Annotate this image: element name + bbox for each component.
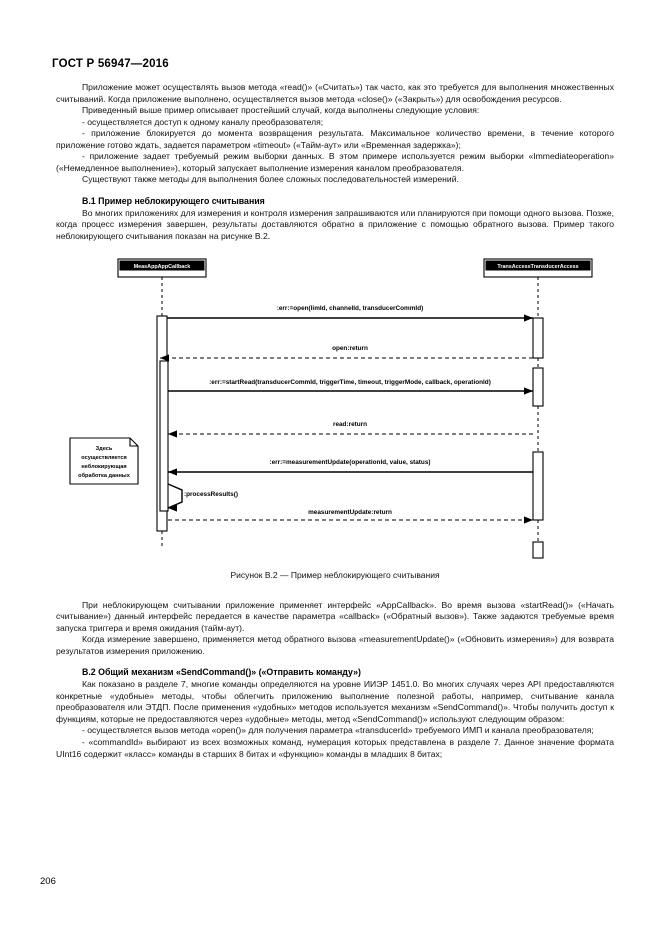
arrowhead-startread <box>524 386 533 395</box>
list-item: - приложение задает требуемый режим выбо… <box>56 151 614 173</box>
activation-right-2 <box>532 367 544 407</box>
section-heading-b2: В.2 Общий механизм «SendCommand()» («Отп… <box>82 667 361 678</box>
figure-caption: Рисунок В.2 — Пример неблокирующего счит… <box>230 569 440 580</box>
arrowhead-measupdate <box>168 467 177 476</box>
activation-right-3 <box>532 451 544 521</box>
body-column: Приложение может осуществлять вызов мето… <box>56 82 614 760</box>
self-call-path <box>167 482 183 509</box>
message-label-measupdate: :err:=measurementUpdate(operationId, val… <box>269 459 430 466</box>
section-heading-b1: В.1 Пример неблокирующего считывания <box>82 195 265 206</box>
note-line-4: обработка данных <box>78 472 131 479</box>
activation-right-1 <box>532 317 544 359</box>
paragraph-b2-1: Как показано в разделе 7, многие команды… <box>56 679 614 724</box>
standard-number: ГОСТ Р 56947—2016 <box>52 58 169 70</box>
activation-right-terminal <box>532 541 544 559</box>
note-line-3: неблокирующая <box>81 463 126 470</box>
paragraph-3: Существуют также методы для выполнения б… <box>82 174 459 185</box>
paragraph-5: Когда измерение завершено, применяется м… <box>56 634 614 656</box>
message-label-processresults: :processResults() <box>184 491 238 498</box>
list-item: - осуществляется вызов метода «open()» д… <box>82 725 594 736</box>
list-item: - осуществляется доступ к одному каналу … <box>82 116 324 127</box>
lifeline-header-right: TransAccessTransducerAccess <box>483 258 593 278</box>
lifeline-right-label: TransAccessTransducerAccess <box>497 264 578 270</box>
message-label-measupdate-return: measurementUpdate:return <box>308 509 392 516</box>
lifeline-header-left: MeasAppAppCallback <box>117 258 207 278</box>
arrowhead-read-return <box>168 429 177 438</box>
page-header: ГОСТ Р 56947—2016 <box>40 30 621 70</box>
post-figure-text: При неблокирующем считывании приложение … <box>56 600 614 761</box>
paragraph-4: При неблокирующем считывании приложение … <box>56 599 614 633</box>
paragraph-1: Приложение может осуществлять вызов мето… <box>56 82 614 104</box>
note-box: Здесь осуществляется неблокирующая обраб… <box>69 437 139 485</box>
figure-b2: MeasAppAppCallback TransAccessTransducer… <box>56 256 614 586</box>
arrowhead-measupdate-return <box>524 515 533 524</box>
lifeline-left-label: MeasAppAppCallback <box>134 264 191 270</box>
arrowhead-open <box>524 313 533 322</box>
page-sheet: ГОСТ Р 56947—2016 Приложение может осуще… <box>40 30 621 880</box>
sequence-diagram: MeasAppAppCallback TransAccessTransducer… <box>69 258 593 559</box>
message-label-startread: :err:=startRead(transducerCommId, trigge… <box>209 379 491 386</box>
list-item: - приложение блокируется до момента возв… <box>56 128 614 150</box>
message-label-open: :err:=open(limId, channelId, transducerC… <box>277 305 423 312</box>
message-label-read-return: read:return <box>333 421 367 428</box>
arrowhead-open-return <box>160 353 169 362</box>
page-number: 206 <box>40 876 56 887</box>
paragraph-2: Приведенный выше пример описывает просте… <box>82 105 480 116</box>
note-line-1: Здесь <box>96 446 113 452</box>
paragraph-b1-1: Во многих приложениях для измерения и ко… <box>56 207 614 242</box>
arrowhead-processresults <box>168 503 177 512</box>
list-item: - «commandId» выбирают из всех возможных… <box>56 737 614 759</box>
note-line-2: осуществляется <box>81 455 126 461</box>
activation-left-nested <box>159 360 169 512</box>
message-label-open-return: open:return <box>332 345 368 352</box>
